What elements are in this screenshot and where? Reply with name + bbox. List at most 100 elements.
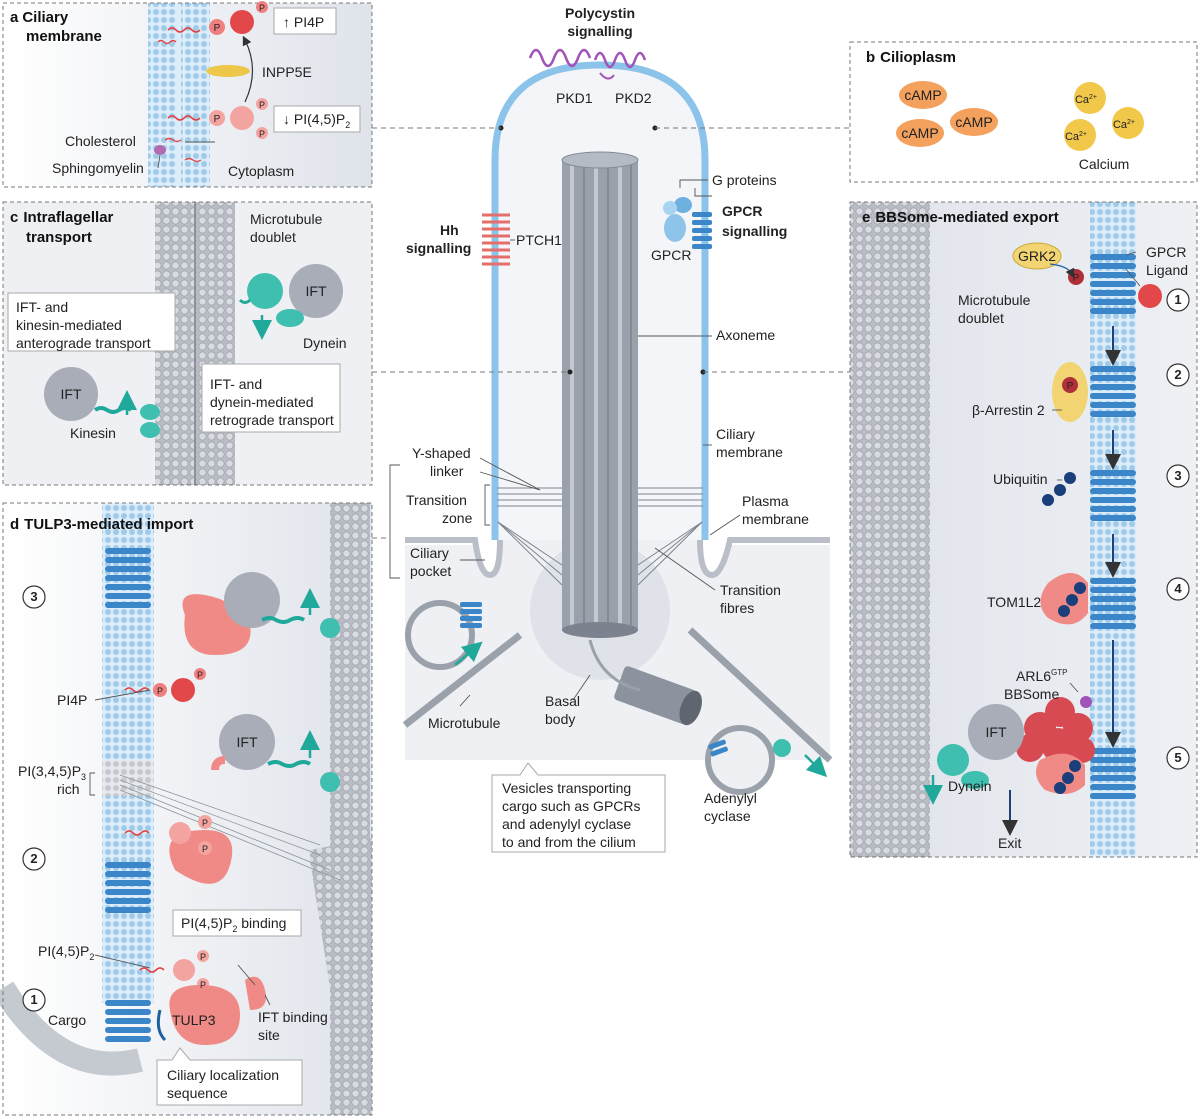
inpp5e-label: INPP5E: [262, 64, 312, 80]
step-markers-e: 1 2 3 4 5: [1166, 288, 1190, 770]
pi45p2-binding-sub: 2: [232, 924, 237, 934]
ubiquitin-label: Ubiquitin: [993, 471, 1047, 487]
pi45p2-callout-sub: 2: [345, 120, 350, 130]
arl6-label: ARL6: [1016, 668, 1051, 684]
gpcr-signalling-label-2: signalling: [722, 223, 787, 239]
phosphate-icon: P: [157, 686, 163, 696]
cilium-diagram: [372, 48, 850, 853]
basal-body-label: Basal: [545, 693, 580, 709]
calcium-label: Calcium: [1079, 156, 1130, 172]
panel-a-letter: a: [10, 9, 19, 26]
panel-b-title: Cilioplasm: [880, 49, 956, 66]
svg-text:Ca2+: Ca2+: [1065, 131, 1087, 143]
ca-label-2: Ca: [1113, 119, 1128, 131]
step-2-label-d: 2: [30, 851, 37, 866]
panel-e: [849, 201, 1198, 858]
cls-label: Ciliary localization: [167, 1067, 279, 1083]
phosphate-icon: P: [200, 980, 206, 990]
camp-label-2: cAMP: [901, 125, 938, 141]
gpcr-center-label: GPCR: [651, 247, 691, 263]
svg-text:PI(4,5)P2: PI(4,5)P2: [38, 943, 94, 962]
phosphate-icon: P: [259, 100, 265, 110]
bbsome-label: BBSome: [1004, 686, 1059, 702]
camp-label-1: cAMP: [904, 87, 941, 103]
pi4p-callout: ↑ PI4P: [283, 14, 324, 30]
grk2-label: GRK2: [1018, 248, 1056, 264]
transition-fibres-label-2: fibres: [720, 600, 754, 616]
pkd1-label: PKD1: [556, 90, 593, 106]
panel-a-title: Ciliary: [22, 9, 69, 26]
cholesterol-label: Cholesterol: [65, 133, 136, 149]
yshaped-label-2: linker: [430, 463, 464, 479]
vesicle-note-line2: cargo such as GPCRs: [502, 798, 641, 814]
axoneme-shape: [562, 160, 638, 630]
ift-binding-site-label: IFT binding: [258, 1009, 328, 1025]
ca-sup-2: 2+: [1127, 119, 1135, 126]
phosphate-icon: P: [259, 129, 265, 139]
sphingomyelin-label: Sphingomyelin: [52, 160, 144, 176]
step-5-label-e: 5: [1174, 750, 1181, 765]
pi345p3-sub: 3: [81, 772, 86, 782]
pi45p2-label-d: PI(4,5)P: [38, 943, 89, 959]
hh-label-2: signalling: [406, 240, 471, 256]
ift-label-e: IFT: [986, 724, 1007, 740]
step-3-label-e: 3: [1174, 468, 1181, 483]
phosphate-icon: P: [200, 952, 206, 962]
svg-text:Ca2+: Ca2+: [1113, 119, 1135, 131]
panel-b: [849, 41, 1198, 183]
panel-b-letter: b: [866, 49, 875, 66]
panel-d-letter: d: [10, 516, 19, 533]
phosphate-icon: P: [1067, 381, 1074, 392]
anterograde-line1: IFT- and: [16, 299, 68, 315]
step-3-label-d: 3: [30, 589, 37, 604]
retrograde-line2: dynein-mediated: [210, 394, 314, 410]
cls-label-2: sequence: [167, 1085, 228, 1101]
transition-fibres-label: Transition: [720, 582, 781, 598]
step-2-label-e: 2: [1174, 367, 1181, 382]
transition-zone-label-2: zone: [442, 510, 473, 526]
plasma-membrane-label-2: membrane: [742, 511, 809, 527]
arrestin-label: β-Arrestin 2: [972, 402, 1045, 418]
ciliary-membrane-label: Ciliary: [716, 426, 755, 442]
ift-label-d: IFT: [237, 734, 258, 750]
ca-sup-3: 2+: [1079, 131, 1087, 138]
panel-a-title-2: membrane: [26, 28, 102, 45]
dynein-label-e: Dynein: [948, 778, 992, 794]
retrograde-line1: IFT- and: [210, 376, 262, 392]
step-1-label-e: 1: [1174, 292, 1181, 307]
polycystin-label-2: signalling: [567, 23, 632, 39]
cargo-label: Cargo: [48, 1012, 86, 1028]
microtubule-doublet-label: Microtubule: [250, 211, 323, 227]
gpcr-label-e: GPCR: [1146, 244, 1186, 260]
phosphate-icon: P: [197, 670, 203, 680]
panel-c: [2, 201, 373, 486]
panel-c-title: Intraflagellar: [23, 209, 113, 226]
ift-kinesin-label: IFT: [61, 386, 82, 402]
microtubule-doublet-label-e-2: doublet: [958, 310, 1004, 326]
ca-sup-1: 2+: [1089, 94, 1097, 101]
ca-label-3: Ca: [1065, 131, 1080, 143]
dynein-label-c: Dynein: [303, 335, 347, 351]
microtubule-label: Microtubule: [428, 715, 501, 731]
pi345p3-label: PI(3,4,5)P: [18, 763, 81, 779]
panel-c-letter: c: [10, 209, 18, 226]
svg-text:PI(3,4,5)P3: PI(3,4,5)P3: [18, 763, 86, 782]
svg-text:Ca2+: Ca2+: [1075, 94, 1097, 106]
ligand-label: Ligand: [1146, 262, 1188, 278]
polycystin-label: Polycystin: [565, 5, 635, 21]
step-4-label-e: 4: [1174, 581, 1182, 596]
pi45p2-binding-tail: binding: [237, 915, 286, 931]
tom1l2-label: TOM1L2: [987, 594, 1041, 610]
panel-d-title: TULP3-mediated import: [24, 516, 193, 533]
svg-text:PI(4,5)P2 binding: PI(4,5)P2 binding: [181, 915, 286, 934]
ift-dynein-label: IFT: [306, 283, 327, 299]
arl6-sup: GTP: [1051, 668, 1067, 677]
panel-e-letter: e: [862, 209, 870, 226]
panel-c-title-2: transport: [26, 229, 92, 246]
panel-e-title: BBSome-mediated export: [875, 209, 1058, 226]
exit-label: Exit: [998, 835, 1021, 851]
